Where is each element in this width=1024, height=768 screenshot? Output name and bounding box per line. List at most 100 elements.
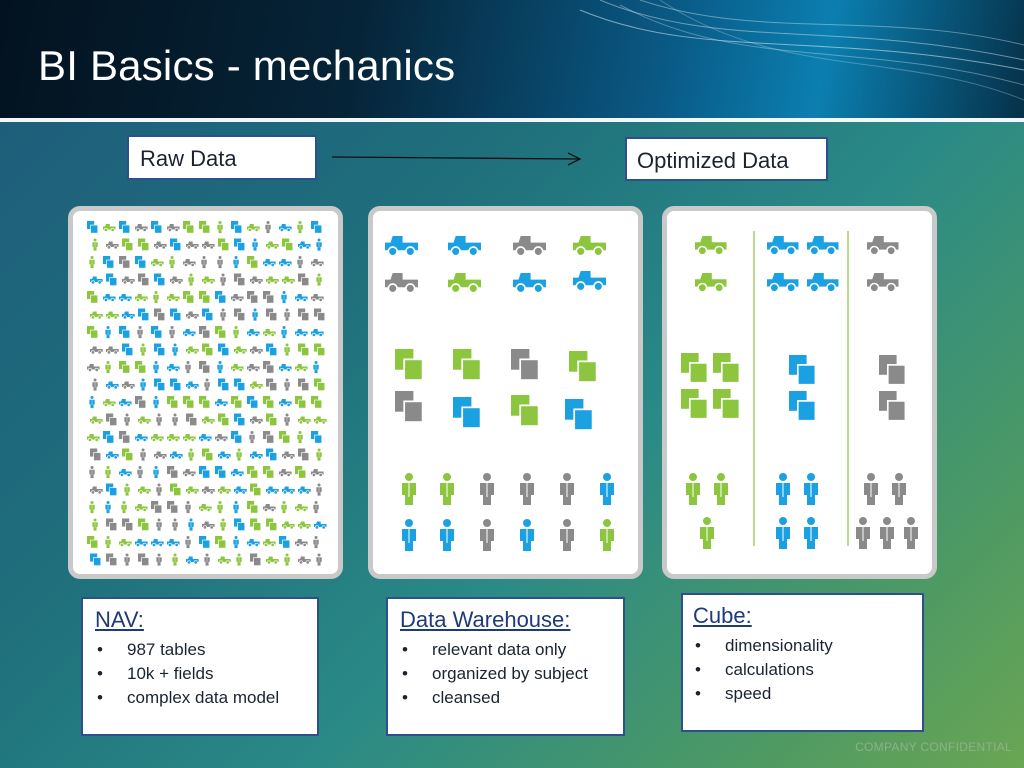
document-stack-icon <box>298 378 310 391</box>
truck-icon <box>250 416 263 425</box>
document-stack-icon <box>87 291 99 304</box>
truck-icon <box>263 539 276 547</box>
truck-icon <box>311 469 324 477</box>
person-icon <box>105 536 111 549</box>
truck-icon <box>573 271 606 292</box>
person-icon <box>92 238 98 251</box>
truck-icon <box>385 236 418 257</box>
document-stack-icon <box>295 466 307 479</box>
list-item: 987 tables <box>95 638 317 662</box>
document-stack-icon <box>713 353 741 384</box>
truck-icon <box>295 364 308 372</box>
confidential-footer: COMPANY CONFIDENTIAL <box>855 740 1012 754</box>
document-stack-icon <box>311 431 323 444</box>
document-stack-icon <box>266 448 278 461</box>
document-stack-icon <box>263 291 275 304</box>
person-icon <box>105 501 111 514</box>
truck-icon <box>266 486 279 495</box>
truck-icon <box>199 434 212 442</box>
document-stack-icon <box>215 291 227 304</box>
document-stack-icon <box>202 308 214 321</box>
person-icon <box>804 517 818 549</box>
document-stack-icon <box>511 349 540 381</box>
document-stack-icon <box>266 518 278 531</box>
document-stack-icon <box>311 221 323 234</box>
list-item: organized by subject <box>400 662 623 686</box>
document-stack-icon <box>154 343 166 356</box>
person-icon <box>124 553 130 566</box>
person-icon <box>714 473 728 505</box>
document-stack-icon <box>263 431 275 444</box>
document-stack-icon <box>231 431 243 444</box>
document-stack-icon <box>183 291 195 304</box>
document-stack-icon <box>90 553 102 566</box>
person-icon <box>201 256 207 269</box>
document-stack-icon <box>314 343 326 356</box>
document-stack-icon <box>186 413 198 426</box>
document-stack-icon <box>231 221 243 234</box>
document-stack-icon <box>135 256 147 269</box>
truck-icon <box>266 556 279 565</box>
warehouse-description: Data Warehouse: relevant data only organ… <box>386 597 625 736</box>
person-icon <box>105 326 111 339</box>
document-stack-icon <box>103 256 115 269</box>
document-stack-icon <box>106 518 118 531</box>
person-icon <box>560 473 574 505</box>
document-stack-icon <box>395 349 424 381</box>
person-icon <box>217 221 223 234</box>
person-icon <box>480 473 494 505</box>
truck-icon <box>314 416 327 425</box>
truck-icon <box>282 521 295 530</box>
truck-icon <box>186 346 199 355</box>
slide-title: BI Basics - mechanics <box>38 42 456 89</box>
document-stack-icon <box>314 378 326 391</box>
document-stack-icon <box>138 238 150 251</box>
truck-icon <box>767 273 799 293</box>
person-icon <box>124 483 130 496</box>
truck-icon <box>90 311 103 320</box>
cube-description: Cube: dimensionality calculations speed <box>681 593 924 732</box>
person-icon <box>105 361 111 374</box>
document-stack-icon <box>879 391 907 422</box>
truck-icon <box>90 346 103 355</box>
document-stack-icon <box>247 396 259 409</box>
person-icon <box>402 519 416 551</box>
document-stack-icon <box>681 389 709 420</box>
truck-icon <box>199 504 212 512</box>
document-stack-icon <box>170 308 182 321</box>
header-bar: BI Basics - mechanics <box>0 0 1024 118</box>
document-stack-icon <box>218 238 230 251</box>
truck-icon <box>106 311 119 320</box>
document-stack-icon <box>87 221 99 234</box>
person-icon <box>121 501 127 514</box>
cube-icon-grid <box>681 231 918 549</box>
truck-icon <box>231 364 244 372</box>
document-stack-icon <box>789 391 817 422</box>
person-icon <box>188 273 194 286</box>
document-stack-icon <box>234 413 246 426</box>
truck-icon <box>202 486 215 495</box>
truck-icon <box>167 434 180 442</box>
truck-icon <box>263 504 276 512</box>
truck-icon <box>234 486 247 495</box>
truck-icon <box>106 346 119 355</box>
truck-icon <box>106 241 119 250</box>
warehouse-panel <box>368 206 643 579</box>
document-stack-icon <box>170 238 182 251</box>
document-stack-icon <box>183 396 195 409</box>
document-stack-icon <box>106 273 118 286</box>
list-item: cleansed <box>400 686 623 710</box>
document-stack-icon <box>247 291 259 304</box>
person-icon <box>520 519 534 551</box>
truck-icon <box>247 329 260 337</box>
document-stack-icon <box>215 466 227 479</box>
truck-icon <box>298 521 311 530</box>
truck-icon <box>90 486 103 495</box>
warehouse-bullets: relevant data only organized by subject … <box>400 638 623 710</box>
list-item: dimensionality <box>693 634 922 658</box>
document-stack-icon <box>154 273 166 286</box>
document-stack-icon <box>138 553 150 566</box>
truck-icon <box>138 416 151 425</box>
person-icon <box>124 413 130 426</box>
document-stack-icon <box>122 518 134 531</box>
